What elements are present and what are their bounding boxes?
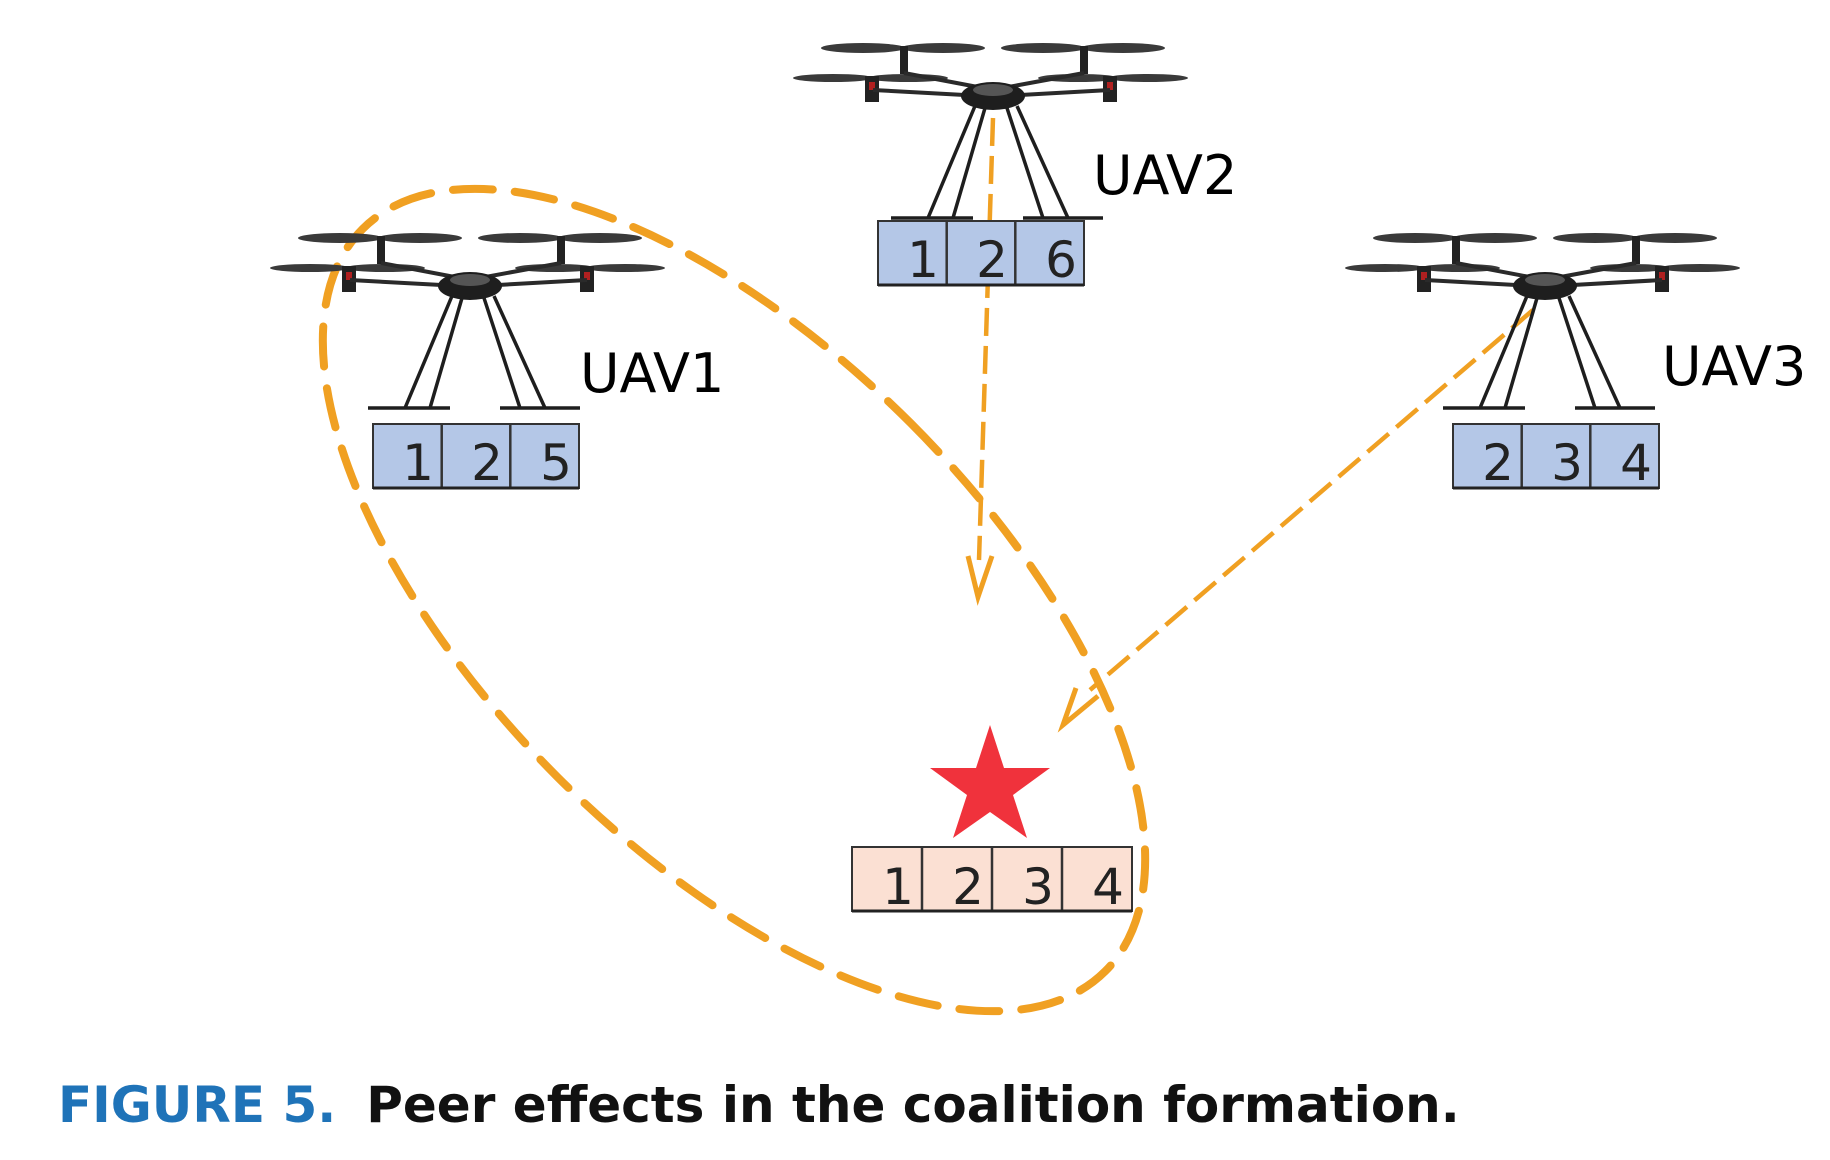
uav2: UAV2 1 2 6 — [791, 41, 1237, 289]
uav1: UAV1 1 2 5 — [268, 231, 724, 492]
uav-name: UAV1 — [580, 342, 724, 405]
target-task-list: 1 2 3 4 — [851, 846, 1133, 916]
uav-name: UAV3 — [1662, 335, 1806, 398]
uav-task-list: 1 2 6 — [877, 220, 1085, 289]
task-cell: 2 — [952, 858, 984, 916]
red-star-icon — [930, 725, 1050, 838]
task-cell: 6 — [1045, 231, 1077, 289]
task-cell: 4 — [1620, 434, 1652, 492]
task-cell: 4 — [1092, 858, 1124, 916]
coalition-ellipse — [318, 184, 1150, 1016]
task-cell: 1 — [402, 434, 434, 492]
uav3: UAV3 2 3 4 — [1343, 231, 1806, 492]
task-cell: 3 — [1022, 858, 1054, 916]
task-cell: 2 — [471, 434, 503, 492]
figure-caption: FIGURE 5. Peer effects in the coalition f… — [58, 1065, 1460, 1145]
arrow-uav3-to-target — [1057, 308, 1535, 733]
task-cell: 3 — [1551, 434, 1583, 492]
uav-name: UAV2 — [1093, 144, 1237, 207]
uav-task-list: 2 3 4 — [1452, 423, 1660, 492]
task-cell: 2 — [1482, 434, 1514, 492]
figure-caption-text: Peer effects in the coalition formation. — [366, 1076, 1460, 1134]
task-cell: 5 — [540, 434, 572, 492]
task-cell: 1 — [882, 858, 914, 916]
task-cell: 1 — [907, 231, 939, 289]
arrow-uav2-to-target — [965, 117, 996, 606]
uav-task-list: 1 2 5 — [372, 423, 580, 492]
task-cell: 2 — [976, 231, 1008, 289]
figure-label: FIGURE 5. — [58, 1076, 337, 1134]
